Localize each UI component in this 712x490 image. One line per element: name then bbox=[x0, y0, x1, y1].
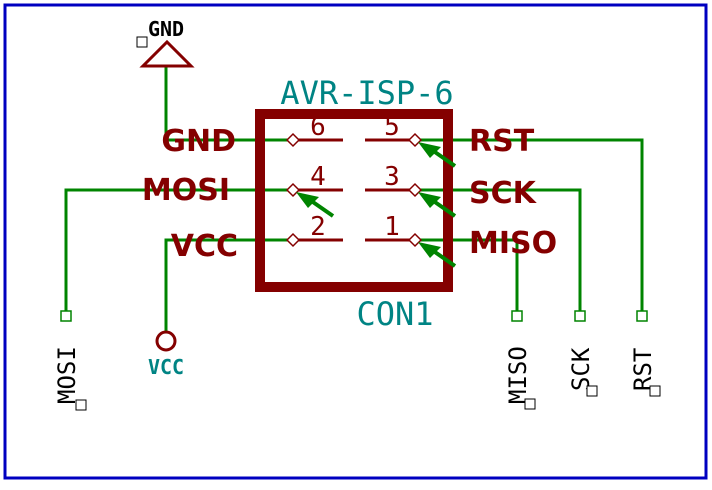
pin-arrow-tail-4 bbox=[308, 198, 335, 218]
pin-number-2: 2 bbox=[310, 212, 326, 242]
pin-marker-5 bbox=[407, 132, 423, 148]
pin-arrow-tail-5 bbox=[430, 148, 457, 168]
wire-gnd bbox=[164, 66, 293, 142]
gnd-power-symbol: GND bbox=[136, 17, 195, 68]
pin-arrow-tails bbox=[308, 148, 457, 268]
gnd-anchor-square bbox=[136, 36, 148, 48]
component-pins bbox=[285, 132, 423, 248]
vcc-circle bbox=[155, 330, 177, 352]
component-body bbox=[255, 109, 453, 292]
net-label-miso: MISO bbox=[504, 346, 532, 404]
pin-name-sck: SCK bbox=[469, 176, 538, 211]
pin-arrow-tail-1 bbox=[430, 248, 457, 268]
wire-rst bbox=[415, 138, 644, 316]
vcc-power-label: VCC bbox=[148, 355, 184, 379]
net-label-sck: SCK bbox=[567, 347, 595, 391]
wires bbox=[64, 66, 644, 332]
wire-end-rst bbox=[636, 310, 648, 322]
net-label-mosi: MOSI bbox=[53, 346, 81, 404]
pin-marker-6 bbox=[285, 132, 301, 148]
net-label-rst-anchor bbox=[649, 385, 661, 397]
wire-end-mosi bbox=[60, 310, 72, 322]
pin-arrow-4 bbox=[296, 192, 319, 208]
wire-mosi bbox=[64, 188, 293, 316]
pin-marker-4 bbox=[285, 182, 301, 198]
pin-number-5: 5 bbox=[384, 112, 400, 142]
pin-name-rst: RST bbox=[469, 124, 535, 159]
wire-end-miso bbox=[511, 310, 523, 322]
pin-name-vcc: VCC bbox=[171, 229, 238, 264]
net-label-mosi-anchor bbox=[75, 399, 87, 411]
pin-marker-1 bbox=[407, 232, 423, 248]
pin-marker-2 bbox=[285, 232, 301, 248]
wire-vcc bbox=[164, 238, 293, 332]
pin-arrows bbox=[296, 142, 441, 258]
component-value: AVR-ISP-6 bbox=[280, 74, 453, 112]
pin-arrow-3 bbox=[418, 192, 441, 208]
pin-name-mosi: MOSI bbox=[142, 173, 230, 208]
sheet-border bbox=[3, 3, 708, 480]
vcc-power-symbol: VCC bbox=[148, 330, 184, 379]
net-label-miso-anchor bbox=[524, 398, 536, 410]
component-reference: CON1 bbox=[356, 295, 433, 333]
pin-name-gnd: GND bbox=[161, 124, 236, 159]
pin-number-1: 1 bbox=[384, 212, 400, 242]
gnd-power-label: GND bbox=[148, 17, 184, 41]
gnd-triangle bbox=[139, 39, 195, 68]
pin-arrow-1 bbox=[418, 242, 441, 258]
pin-number-3: 3 bbox=[384, 162, 400, 192]
wire-sck bbox=[415, 188, 582, 316]
pin-number-4: 4 bbox=[310, 162, 326, 192]
pin-number-6: 6 bbox=[310, 112, 326, 142]
pin-arrow-5 bbox=[418, 142, 441, 158]
net-label-rst: RST bbox=[629, 348, 657, 391]
pin-marker-3 bbox=[407, 182, 423, 198]
pin-name-miso: MISO bbox=[469, 226, 557, 261]
net-label-sck-anchor bbox=[586, 385, 598, 397]
wire-end-sck bbox=[574, 310, 586, 322]
pin-arrow-tail-3 bbox=[430, 198, 457, 218]
